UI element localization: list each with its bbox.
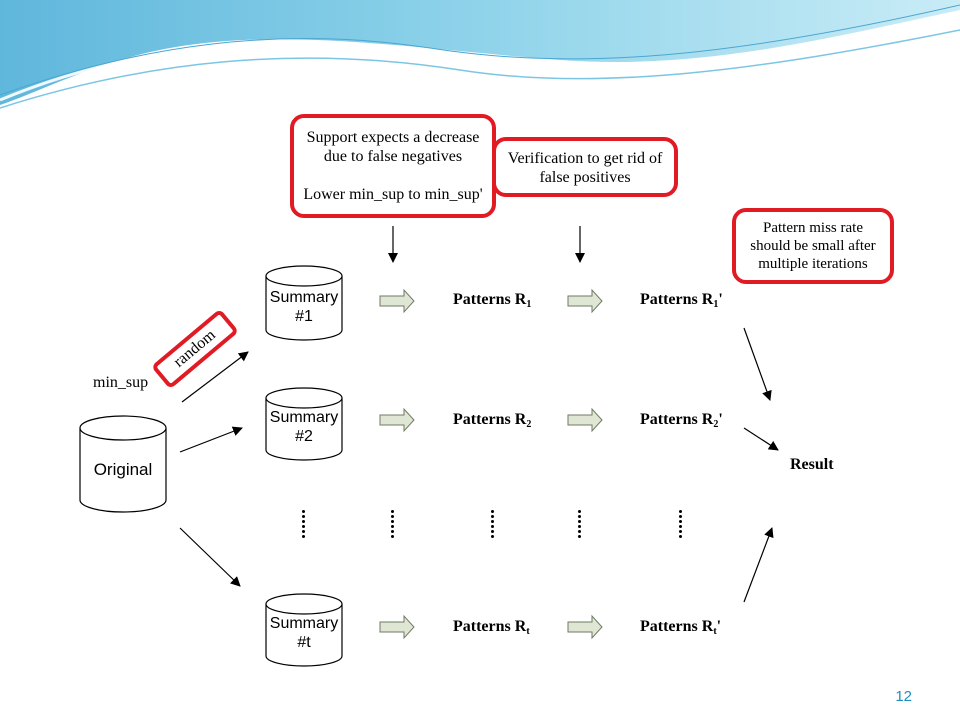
block-arrow-ta bbox=[379, 614, 415, 640]
min-sup-label: min_sup bbox=[93, 374, 149, 391]
summary-t-label: Summary #t bbox=[266, 614, 342, 652]
block-arrow-1a bbox=[379, 288, 415, 314]
miss-line-2: should be small after bbox=[750, 238, 876, 254]
summary-2-label: Summary #2 bbox=[266, 408, 342, 446]
summary-2-line-2: #2 bbox=[295, 428, 313, 445]
patterns-r2-sub: 2 bbox=[526, 419, 532, 430]
block-arrow-2b bbox=[567, 407, 603, 433]
summary-t-line-2: #t bbox=[297, 634, 311, 651]
patterns-rt-prime-sub: t bbox=[713, 626, 717, 637]
original-cylinder bbox=[79, 415, 167, 513]
verification-line-1: Verification to get rid of bbox=[507, 150, 663, 167]
summary-2-line-1: Summary bbox=[269, 409, 339, 426]
arrow-r2-to-result bbox=[743, 427, 779, 451]
patterns-r1-prime-text: Patterns R bbox=[640, 291, 714, 308]
arrow-r1-to-result bbox=[743, 327, 772, 401]
patterns-r1-prime-sub: 1 bbox=[713, 299, 719, 310]
patterns-r1: Patterns R1 bbox=[453, 291, 531, 310]
block-arrow-tb bbox=[567, 614, 603, 640]
summary-1-label: Summary #1 bbox=[266, 288, 342, 326]
support-line-3: Lower min_sup to min_sup' bbox=[303, 186, 483, 203]
patterns-rt: Patterns Rt bbox=[453, 618, 530, 637]
verification-callout: Verification to get rid of false positiv… bbox=[492, 137, 678, 197]
arrow-original-to-summary-2 bbox=[179, 426, 243, 453]
header-wave-decoration bbox=[0, 0, 960, 109]
miss-rate-callout: Pattern miss rate should be small after … bbox=[732, 208, 894, 284]
patterns-rt-sub: t bbox=[526, 626, 530, 637]
miss-line-1: Pattern miss rate bbox=[763, 220, 863, 236]
patterns-r2-prime: Patterns R2' bbox=[640, 411, 723, 430]
arrow-original-to-summary-1 bbox=[181, 351, 249, 403]
block-arrow-1b bbox=[567, 288, 603, 314]
ellipsis-patterns bbox=[491, 510, 495, 540]
support-callout: Support expects a decrease due to false … bbox=[290, 114, 496, 218]
patterns-r1-sub: 1 bbox=[526, 299, 532, 310]
block-arrow-2a bbox=[379, 407, 415, 433]
summary-1-line-1: Summary bbox=[269, 289, 339, 306]
patterns-rt-prime-mark: ' bbox=[716, 618, 722, 635]
ellipsis-patterns-prime bbox=[679, 510, 683, 540]
summary-t-line-1: Summary bbox=[269, 615, 339, 632]
patterns-r2-prime-text: Patterns R bbox=[640, 411, 714, 428]
patterns-r1-prime-mark: ' bbox=[718, 291, 723, 308]
support-line-1: Support expects a decrease bbox=[306, 129, 480, 146]
result-label: Result bbox=[790, 456, 834, 473]
patterns-r2-text: Patterns R bbox=[453, 411, 527, 428]
patterns-r2: Patterns R2 bbox=[453, 411, 531, 430]
patterns-r1-text: Patterns R bbox=[453, 291, 527, 308]
arrow-original-to-summary-t bbox=[179, 527, 241, 587]
original-label: Original bbox=[93, 460, 153, 479]
summary-1-line-2: #1 bbox=[295, 308, 313, 325]
patterns-rt-prime-text: Patterns R bbox=[640, 618, 714, 635]
page-number: 12 bbox=[895, 688, 912, 705]
ellipsis-arrows-b bbox=[578, 510, 582, 540]
patterns-r1-prime: Patterns R1' bbox=[640, 291, 723, 310]
ellipsis-summaries bbox=[302, 510, 306, 540]
support-line-2: due to false negatives bbox=[323, 148, 463, 165]
ellipsis-arrows-a bbox=[391, 510, 395, 540]
patterns-r2-prime-sub: 2 bbox=[713, 419, 719, 430]
summary-1-cylinder bbox=[265, 265, 343, 341]
summary-2-cylinder bbox=[265, 387, 343, 461]
patterns-r2-prime-mark: ' bbox=[718, 411, 723, 428]
patterns-rt-prime: Patterns Rt' bbox=[640, 618, 721, 637]
miss-line-3: multiple iterations bbox=[758, 256, 868, 272]
verification-line-2: false positives bbox=[539, 169, 631, 186]
arrow-rt-to-result bbox=[743, 527, 774, 603]
summary-t-cylinder bbox=[265, 593, 343, 667]
patterns-rt-text: Patterns R bbox=[453, 618, 527, 635]
